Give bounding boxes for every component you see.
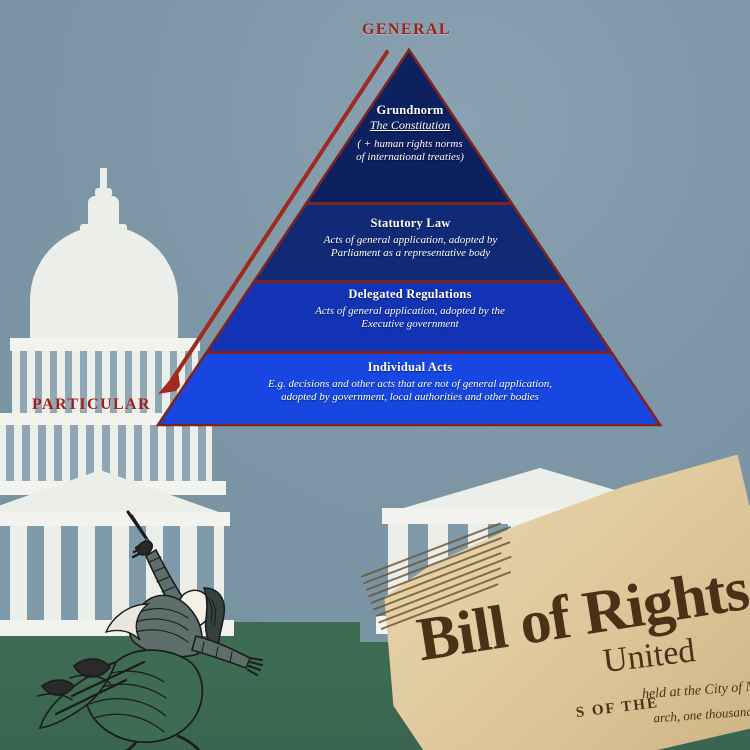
classical-building-left (0, 470, 234, 660)
pyramid-outline (155, 47, 663, 427)
pyramid-tier-4-fill (158, 354, 660, 425)
general-label: GENERAL (362, 21, 451, 38)
equestrian-figure-with-sword-engraving (37, 510, 263, 750)
particular-label: PARTICULAR (32, 396, 151, 413)
general-to-particular-arrow (158, 50, 389, 394)
pyramid-tier-3-fill (158, 283, 660, 354)
pyramid-tier-2-fill (158, 205, 660, 283)
capitol-dome-silhouette (0, 168, 232, 498)
